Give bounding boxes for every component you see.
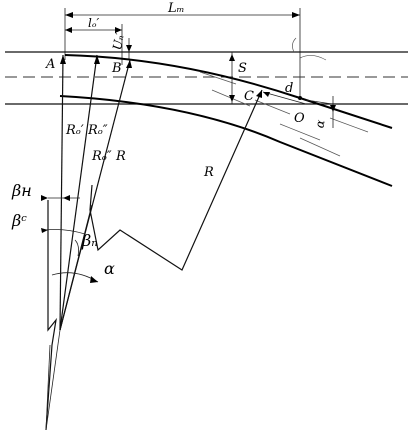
label-alpha: α: [104, 259, 115, 278]
curve-rail-inner: [59, 95, 393, 187]
label-R-big: R: [203, 165, 214, 180]
hatch-6: [329, 117, 369, 133]
label-A: A: [45, 57, 55, 72]
arrow-beta-n-upper: [41, 195, 48, 201]
radius-R-break: [89, 89, 263, 271]
radius-R-lower: [59, 204, 93, 331]
arrow-B: [126, 60, 132, 68]
arrow-beta-n-upper-2: [63, 195, 70, 201]
dim-line-d: [262, 91, 307, 105]
radius-tip-1: [45, 329, 61, 431]
label-R-small: R: [115, 149, 126, 164]
hatch-1: [199, 71, 237, 85]
label-beta-n: βₙ: [81, 231, 98, 250]
label-beta-c: βᶜ: [11, 211, 27, 230]
label-alpha-top: α: [312, 119, 327, 129]
hatch-3: [254, 99, 291, 115]
beta-c-arc: [44, 229, 86, 235]
label-O: O: [294, 111, 305, 126]
radius-Ro1: [59, 54, 64, 331]
label-d: d: [285, 81, 293, 96]
arrow-lo-left: [65, 27, 72, 33]
arrow-alpha: [90, 276, 98, 283]
arrow-lo-right: [115, 27, 122, 33]
label-Lm: Lₘ: [167, 1, 185, 16]
label-lo: lₒ′: [88, 16, 99, 30]
label-Ro2: Rₒ″: [87, 123, 108, 138]
label-Un: Uₙ′: [110, 31, 127, 51]
label-Ro1: Rₒ′: [65, 123, 84, 138]
label-C: C: [244, 89, 254, 104]
arrow-B-left: [94, 55, 100, 64]
arrow-S-bottom: [229, 95, 235, 102]
beta-n-arc: [74, 239, 79, 257]
label-S: S: [238, 61, 247, 76]
dim-ext-d: [305, 99, 333, 105]
radius-tip-2: [45, 344, 51, 431]
arrow-Un: [126, 45, 132, 52]
hatch-4: [279, 123, 321, 141]
radius-Ro2: [59, 54, 98, 331]
arrow-C: [256, 90, 262, 98]
arrow-A: [60, 55, 66, 64]
arrow-alpha-top: [330, 105, 336, 112]
arrow-S-top: [229, 54, 235, 61]
arrow-Lm-left: [65, 12, 73, 18]
label-B: B: [111, 61, 122, 76]
label-Ro3: Rₒ″: [91, 149, 112, 164]
arrow-d-left: [263, 92, 270, 97]
label-beta-n-upper: βн: [11, 181, 32, 200]
point-O: [298, 96, 302, 100]
hatch-5: [299, 137, 341, 157]
hatch-arc-2: [292, 37, 297, 53]
radius-main-vertical: [45, 200, 57, 431]
arrow-Lm-right: [292, 12, 300, 18]
hatch-arc-1: [299, 55, 327, 61]
arrow-beta-c: [41, 228, 48, 233]
